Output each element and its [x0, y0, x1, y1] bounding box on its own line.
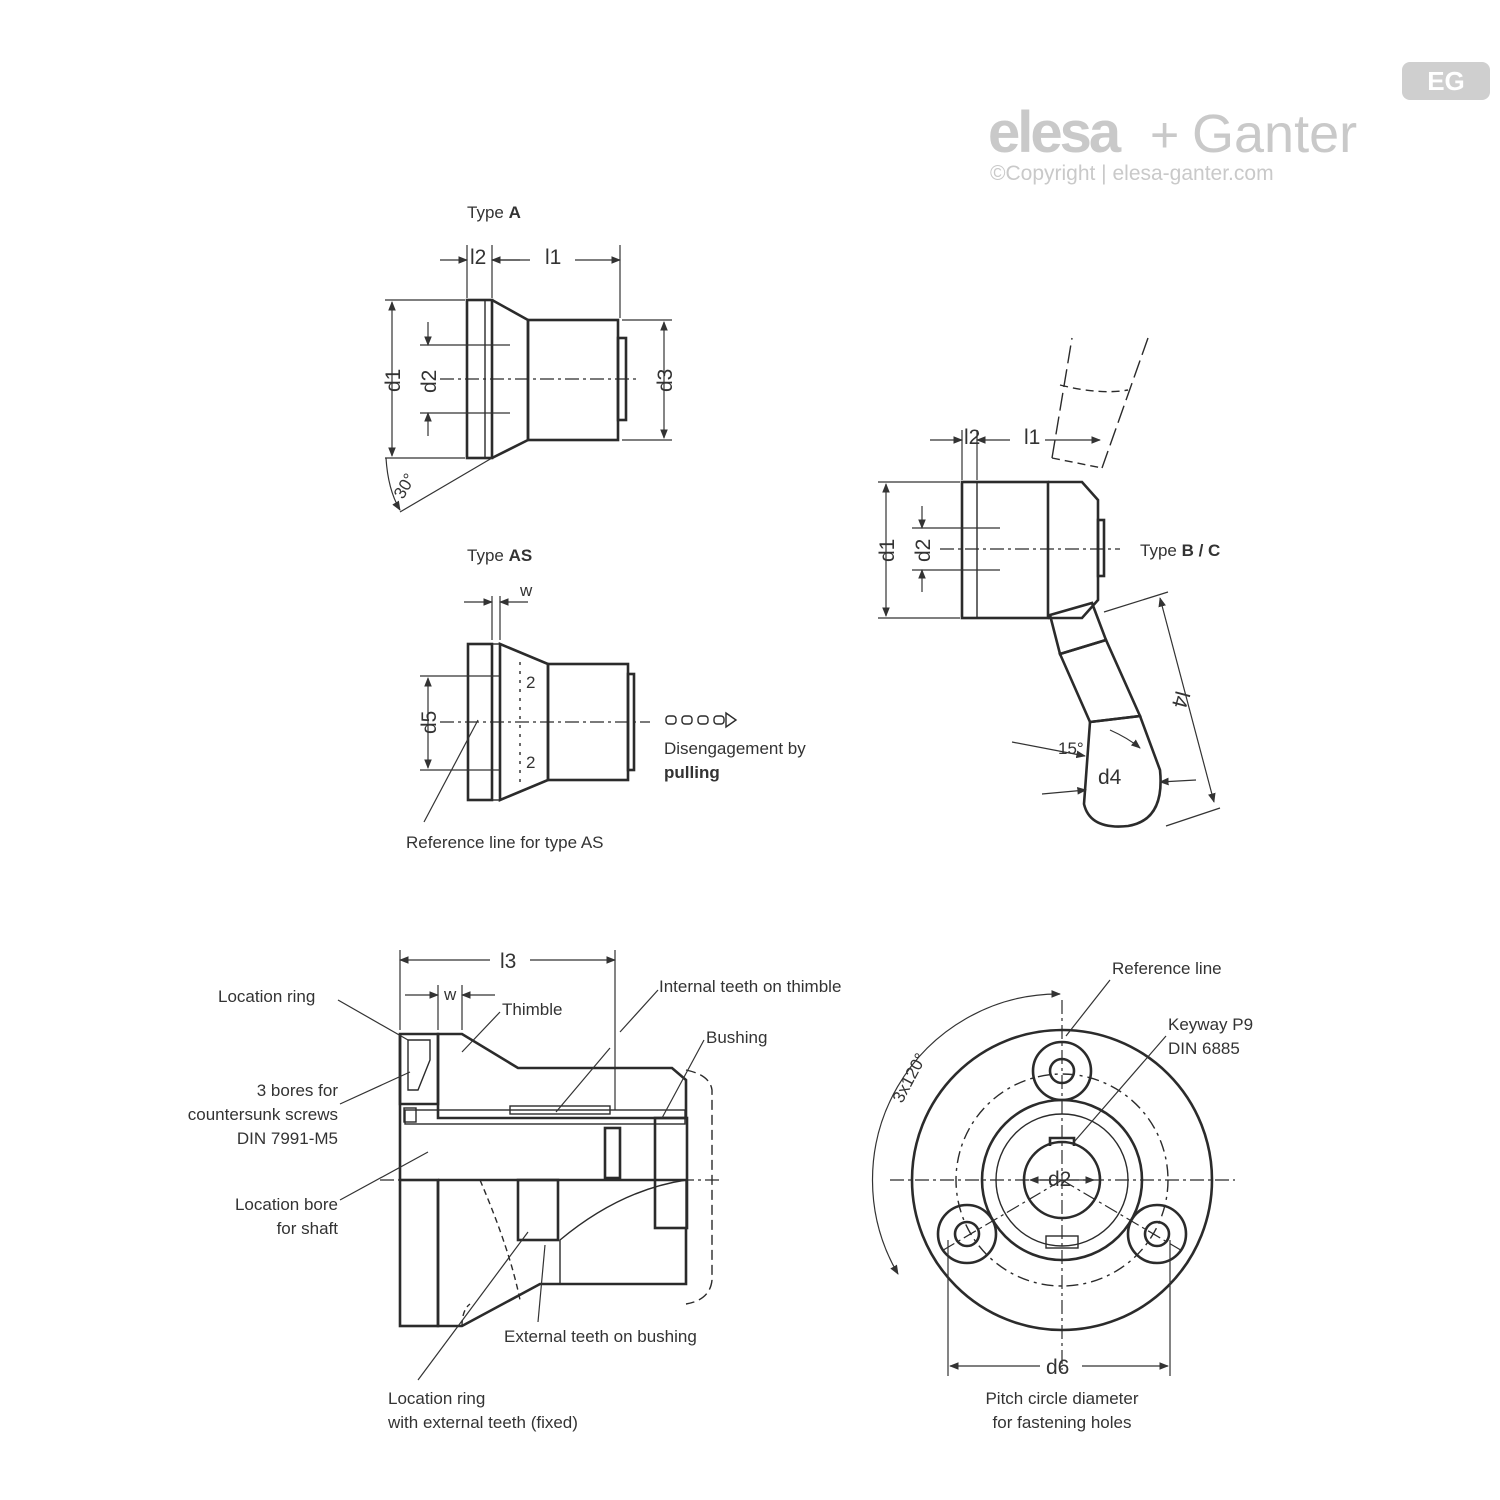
type-as-title: Type AS — [467, 546, 532, 565]
type-as-view: Type AS w 2 2 d5 Disengagement by pullin… — [406, 546, 806, 852]
type-as-disengage-line2: pulling — [664, 763, 720, 782]
section-label-internal-teeth: Internal teeth on thimble — [659, 977, 841, 996]
type-bc-body — [960, 480, 1050, 620]
type-bc-l1: l1 — [1024, 426, 1040, 449]
type-a-d2: d2 — [418, 370, 441, 393]
type-a-view: Type A l2 l1 d1 d2 d3 30° — [382, 203, 677, 513]
front-angle: 3x120° — [889, 1050, 931, 1106]
brand-logo: EG elesa + Ganter ©Copyright | elesa-gan… — [988, 62, 1490, 185]
type-as-w: w — [519, 581, 533, 600]
front-view: 3x120° d2 Reference line Keyway P9 DIN 6… — [871, 959, 1253, 1432]
type-bc-angle: 15° — [1058, 739, 1084, 758]
section-label-bushing: Bushing — [706, 1028, 767, 1047]
type-bc-l4: l4 — [1167, 689, 1194, 711]
type-as-reference: Reference line for type AS — [406, 833, 604, 852]
type-a-l1: l1 — [545, 246, 561, 269]
section-location-ring — [398, 1032, 440, 1106]
logo-plus: + — [1150, 107, 1179, 163]
section-l3: l3 — [500, 950, 516, 973]
type-bc-d2: d2 — [912, 539, 935, 562]
logo-badge-text: EG — [1427, 66, 1465, 96]
type-bc-title: Type B / C — [1140, 541, 1220, 560]
section-label-location-ring: Location ring — [218, 987, 315, 1006]
type-as-disengage-line1: Disengagement by — [664, 739, 806, 758]
section-label-external-teeth: External teeth on bushing — [504, 1327, 697, 1346]
section-w: w — [443, 985, 457, 1004]
front-label-reference: Reference line — [1112, 959, 1222, 978]
section-label-bore-shaft-2: for shaft — [277, 1219, 339, 1238]
type-bc-lever-arm — [1058, 638, 1142, 724]
section-thimble — [436, 1032, 688, 1120]
section-label-bores-3: DIN 7991-M5 — [237, 1129, 338, 1148]
front-label-keyway-1: Keyway P9 — [1168, 1015, 1253, 1034]
type-a-d1: d1 — [382, 369, 405, 392]
logo-brand-right: Ganter — [1192, 104, 1357, 164]
front-d6: d6 — [1046, 1356, 1069, 1379]
front-label-pitch-2: for fastening holes — [993, 1413, 1132, 1432]
type-bc-d4: d4 — [1098, 766, 1122, 789]
front-label-keyway-2: DIN 6885 — [1168, 1039, 1240, 1058]
section-label-thimble: Thimble — [502, 1000, 562, 1019]
section-label-ring-teeth-1: Location ring — [388, 1389, 485, 1408]
type-bc-l2: l2 — [964, 426, 980, 449]
type-a-d3: d3 — [654, 369, 677, 392]
section-label-bore-shaft-1: Location bore — [235, 1195, 338, 1214]
front-d2: d2 — [1048, 1168, 1071, 1191]
section-label-bores-2: countersunk screws — [188, 1105, 338, 1124]
logo-badge — [1402, 62, 1490, 100]
section-external-teeth — [516, 1178, 560, 1242]
pull-arrow-icon — [665, 711, 738, 729]
type-bc-view: l2 l1 d1 d2 Type B / C l4 15° d4 — [876, 337, 1220, 828]
type-bc-lever-grip — [1082, 714, 1162, 828]
type-as-d5: d5 — [418, 711, 441, 734]
type-as-scale-top: 2 — [526, 673, 535, 692]
section-label-bores-1: 3 bores for — [257, 1081, 339, 1100]
logo-copyright: ©Copyright | elesa-ganter.com — [990, 162, 1274, 185]
type-bc-lever-neck — [1048, 601, 1108, 656]
section-label-ring-teeth-2: with external teeth (fixed) — [387, 1413, 578, 1432]
logo-brand-left: elesa — [988, 100, 1122, 165]
type-a-l2: l2 — [470, 246, 486, 269]
type-bc-d1: d1 — [876, 539, 899, 562]
front-label-pitch-1: Pitch circle diameter — [985, 1389, 1138, 1408]
type-a-knurl — [526, 318, 620, 442]
type-a-title: Type A — [467, 203, 521, 222]
type-as-scale-bottom: 2 — [526, 753, 535, 772]
section-view: l3 w Location ring Thimble Internal teet… — [188, 950, 841, 1432]
